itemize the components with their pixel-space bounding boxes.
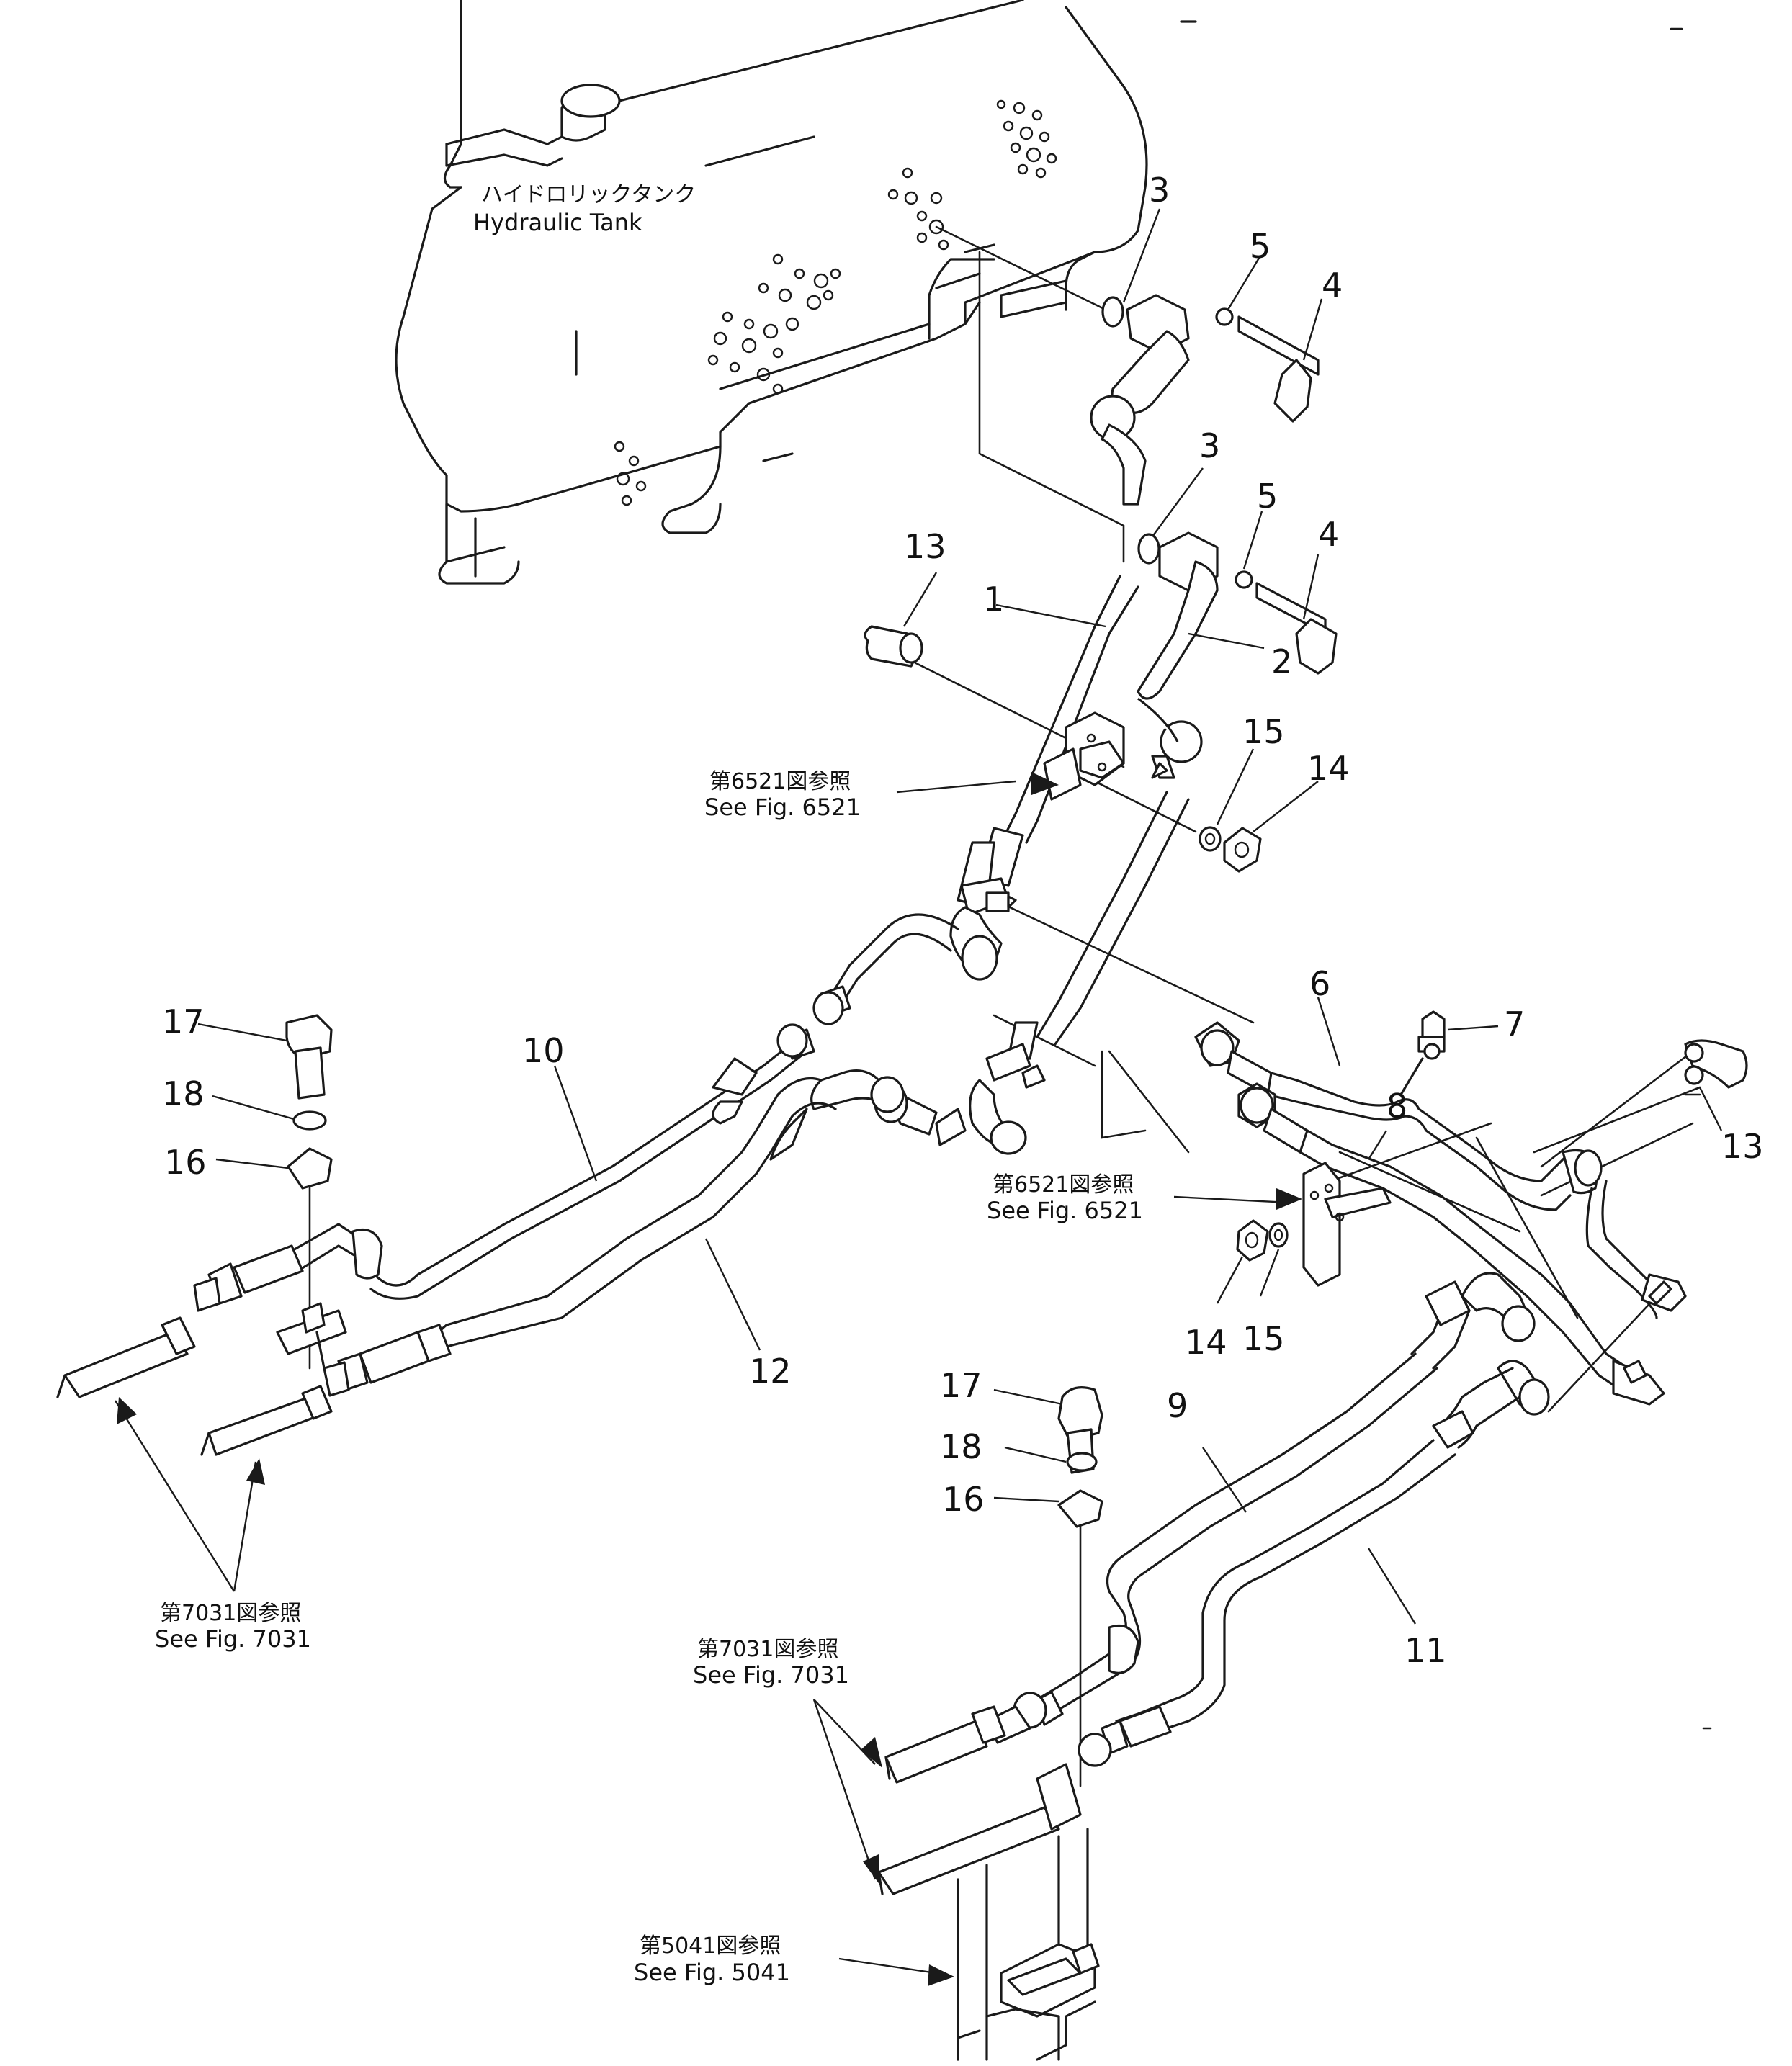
label-part-13-upper: 13 (904, 527, 946, 566)
part-number-labels: 3 5 4 3 5 4 13 1 2 15 14 6 7 8 13 14 15 … (162, 171, 1764, 1670)
plate-16-left (287, 1147, 333, 1190)
label-part-7: 7 (1504, 1005, 1525, 1043)
label-part-12: 12 (749, 1352, 792, 1391)
figure-references: 第6521図参照 See Fig. 6521 第6521図参照 See Fig.… (155, 769, 1143, 1986)
washer-18-left (292, 1110, 327, 1131)
label-part-16-lower: 16 (942, 1480, 985, 1519)
bolt-4-upper-head (1273, 359, 1312, 423)
ref-7031-bottom-jp: 第7031図参照 (697, 1637, 838, 1662)
ref-5041-en: See Fig. 5041 (634, 1959, 790, 1986)
label-part-1: 1 (983, 580, 1004, 619)
ref-6521-top-en: See Fig. 6521 (704, 794, 861, 821)
label-part-16-left: 16 (164, 1143, 207, 1182)
label-part-14-mid: 14 (1185, 1323, 1227, 1362)
tank-label-en: Hydraulic Tank (473, 209, 642, 236)
coupling-13-upper (864, 625, 923, 668)
coupling-13-right (1684, 1039, 1748, 1089)
label-part-13-right: 13 (1721, 1127, 1764, 1166)
pipe-fittings-center (874, 841, 1046, 1155)
label-part-11: 11 (1405, 1631, 1447, 1670)
left-hose-7031 (56, 1316, 333, 1456)
label-part-3-lower: 3 (1199, 426, 1220, 465)
upper-flange-assembly (1090, 294, 1338, 779)
label-part-9: 9 (1167, 1386, 1188, 1425)
label-part-18-left: 18 (162, 1074, 205, 1113)
pipe-12 (323, 1069, 905, 1397)
label-part-8: 8 (1386, 1087, 1407, 1126)
o-ring-3-upper (1101, 296, 1124, 328)
label-part-3-upper: 3 (1149, 171, 1170, 210)
pipe-10 (287, 913, 959, 1300)
washer-5-lower (1235, 570, 1253, 589)
label-part-6: 6 (1309, 964, 1330, 1003)
label-part-5-upper: 5 (1250, 227, 1271, 266)
leaders (114, 208, 1723, 1986)
label-part-17-lower: 17 (940, 1366, 982, 1405)
lower-mount-hardware (1057, 1386, 1103, 1528)
bracket-6521-upper (1043, 711, 1125, 801)
label-part-4-upper: 4 (1322, 266, 1343, 305)
ref-7031-left-en: See Fig. 7031 (155, 1625, 311, 1653)
o-ring-3-lower (1137, 533, 1160, 565)
ref-6521-mid-en: See Fig. 6521 (987, 1197, 1143, 1224)
label-part-4-lower: 4 (1318, 515, 1339, 554)
washer-5-upper (1215, 307, 1234, 326)
washer-18-lower (1066, 1452, 1098, 1472)
pipe-11 (1078, 1360, 1550, 1767)
label-part-10: 10 (522, 1031, 565, 1070)
nut-washer-upper (1199, 826, 1262, 873)
bracket-6521-mid (1236, 1162, 1392, 1287)
hydraulic-tank: ハイドロリックタンク Hydraulic Tank (395, 0, 1197, 585)
left-mount-hardware (276, 1014, 347, 1370)
label-part-5-lower: 5 (1257, 477, 1278, 516)
ref-7031-left-jp: 第7031図参照 (160, 1601, 301, 1626)
pipe-2 (1036, 791, 1190, 1046)
label-part-15-upper: 15 (1242, 712, 1285, 751)
pipe-8 (1237, 1082, 1665, 1406)
tank-bolt-holes (614, 99, 1057, 506)
ref-5041-jp: 第5041図参照 (640, 1933, 781, 1959)
label-part-18-lower: 18 (940, 1427, 982, 1466)
lower-hose-7031 (877, 1705, 1082, 1895)
tank-label-jp: ハイドロリックタンク (481, 182, 696, 207)
bolt-4-upper-shank (1237, 315, 1320, 376)
label-part-15-mid: 15 (1242, 1319, 1285, 1358)
label-part-14-upper: 14 (1307, 749, 1350, 788)
label-part-17-left: 17 (162, 1002, 205, 1041)
bolt-17-left-shank (294, 1046, 326, 1100)
pipe-10-end-fittings (193, 1244, 304, 1312)
bolt-4-lower-head (1295, 618, 1338, 675)
ref-6521-top-jp: 第6521図参照 (709, 769, 851, 794)
ref-6521-mid-jp: 第6521図参照 (993, 1172, 1134, 1198)
label-part-2: 2 (1271, 642, 1292, 681)
frame-5041 (957, 1828, 1100, 2061)
center-lines (308, 225, 1701, 1787)
pipe-6 (1194, 1021, 1687, 1319)
grease-fitting-7 (1399, 1010, 1446, 1096)
ref-7031-bottom-en: See Fig. 7031 (693, 1661, 849, 1689)
plate-16-lower (1057, 1489, 1103, 1528)
